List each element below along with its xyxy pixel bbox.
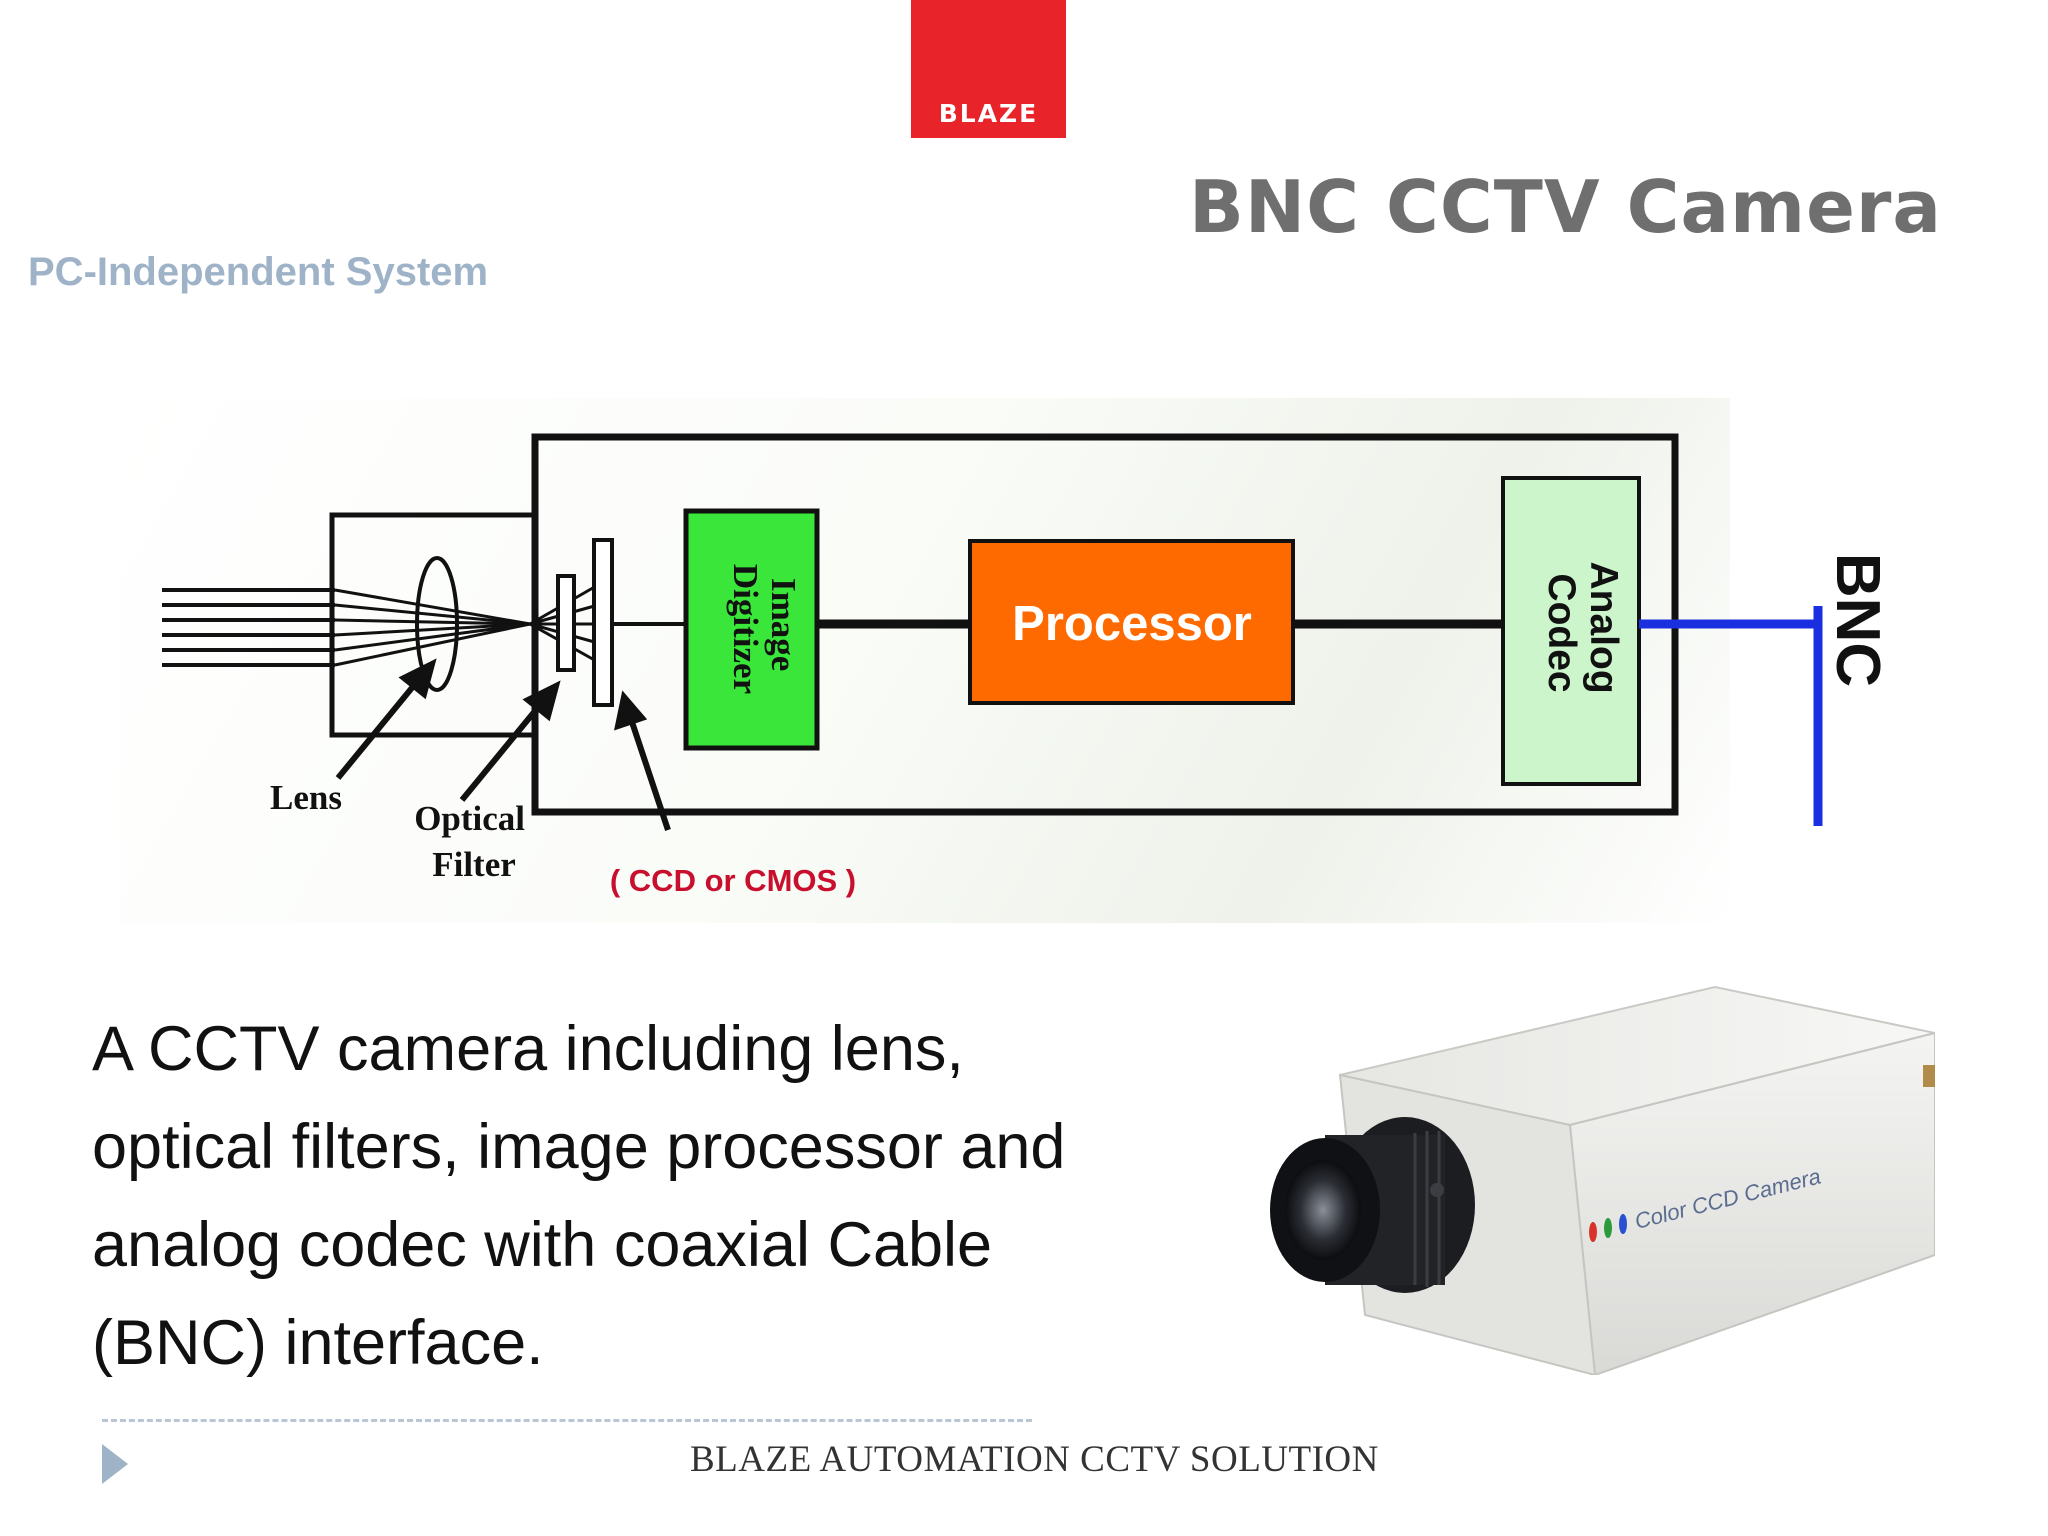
svg-text:Analog Codec: Analog Codec: [1540, 561, 1625, 704]
sensor-type-label: ( CCD or CMOS ): [610, 863, 856, 898]
camera-block-diagram: Image Digitizer Processor Analog Codec B…: [162, 433, 1892, 898]
camera-lens: [1270, 1117, 1475, 1293]
pointer-arrows: [335, 658, 671, 831]
camera-dot-green: [1604, 1218, 1612, 1238]
digitizer-label-line1: Image: [764, 578, 803, 671]
camera-dot-red: [1589, 1222, 1597, 1242]
cctv-camera-photo: Color CCD Camera: [1270, 985, 1935, 1375]
optical-filter-label-line2: Filter: [432, 845, 516, 884]
processor-box: [968, 539, 1295, 705]
bnc-label: BNC: [1823, 553, 1892, 687]
optical-filter-label-line1: Optical: [414, 799, 525, 838]
footer-divider: [102, 1419, 1032, 1422]
footer-text: BLAZE AUTOMATION CCTV SOLUTION: [690, 1439, 1379, 1480]
codec-label-line2: Codec: [1540, 573, 1583, 692]
svg-text:Image Digitizer: Image Digitizer: [726, 564, 803, 694]
digitizer-label-line2: Digitizer: [726, 564, 765, 694]
page-subtitle: PC-Independent System: [28, 250, 489, 294]
blaze-logo: BLAZE: [911, 0, 1066, 138]
sensor-plate: [592, 538, 614, 707]
optical-filter: [556, 574, 576, 672]
camera-dot-blue: [1619, 1214, 1627, 1234]
svg-text:Optical Filter: Optical Filter: [414, 799, 534, 884]
page-title: BNC CCTV Camera: [1189, 165, 1942, 249]
bnc-wire: [1639, 606, 1823, 826]
analog-codec-box: [1501, 476, 1641, 786]
light-rays: [162, 588, 335, 667]
diagram-background: [120, 398, 1730, 923]
lens-label: Lens: [270, 778, 342, 817]
codec-label-line1: Analog: [1582, 561, 1625, 693]
description-text: A CCTV camera including lens, optical fi…: [92, 1014, 1066, 1378]
image-digitizer-box: [683, 508, 820, 751]
triangle-right-icon: [102, 1444, 128, 1484]
logo-text: BLAZE: [938, 99, 1039, 128]
camera-rear-connector: [1923, 1065, 1935, 1087]
processor-label: Processor: [1012, 597, 1252, 651]
